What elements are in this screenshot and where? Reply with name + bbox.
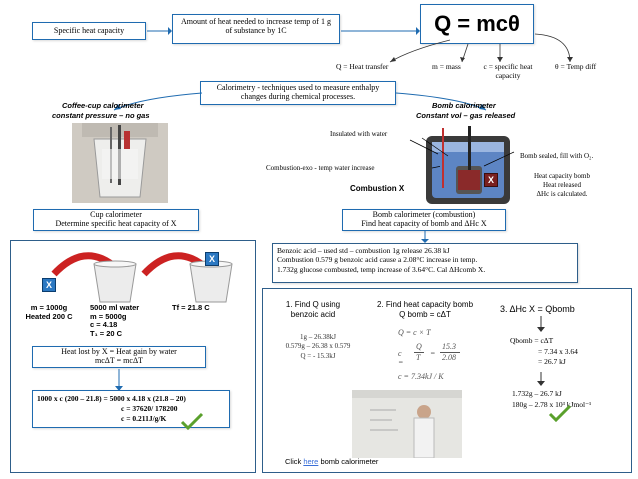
step2-title: 2. Find heat capacity bomb Q bomb = cΔT bbox=[360, 300, 490, 320]
metal-mass: m = 1000g bbox=[30, 303, 68, 312]
step1-title: 1. Find Q using benzoic acid bbox=[268, 300, 358, 320]
bomb-calorimeter-box: Bomb calorimeter (combustion) Find heat … bbox=[342, 209, 506, 231]
arrow-down-icon bbox=[537, 372, 545, 386]
water-volume: 5000 ml water bbox=[90, 303, 140, 312]
step3-line1: Qbomb = cΔT bbox=[510, 336, 554, 345]
cup-calorimeter-box: Cup calorimeter Determine specific heat … bbox=[33, 209, 199, 231]
x-left-marker: X bbox=[42, 278, 56, 292]
footer-link-text: Click here bomb calorimeter bbox=[285, 457, 378, 466]
coffee-cup-title: Coffee-cup calorimeter bbox=[62, 101, 144, 110]
formula-arrows bbox=[389, 33, 573, 63]
checkmark-icon bbox=[548, 404, 572, 422]
arrow-right-icon bbox=[341, 27, 420, 35]
arrow-down-icon bbox=[115, 369, 123, 391]
calc-line1: 1000 x c (200 – 21.8) = 5000 x 4.18 x (2… bbox=[37, 394, 186, 403]
step3-line3: = 26.7 kJ bbox=[538, 357, 566, 366]
bomb-subtitle: Constant vol – gas released bbox=[416, 111, 516, 120]
water-data: 5000 ml water m = 5000g c = 4.18 T₁ = 20… bbox=[90, 303, 140, 339]
here-link[interactable]: here bbox=[303, 457, 319, 466]
bomb-problem-line3: 1.732g glucose combusted, temp increase … bbox=[277, 264, 486, 274]
bomb-problem-line2: Combustion 0.579 g benzoic acid cause a … bbox=[277, 255, 478, 265]
step2-den: 2.08 bbox=[442, 353, 456, 362]
metal-temp: Heated 200 C bbox=[25, 311, 73, 321]
definition-box: Amount of heat needed to increase temp o… bbox=[172, 14, 340, 44]
bomb-problem-box: Benzoic acid – used std – combustion 1g … bbox=[272, 243, 578, 283]
bomb-box-title: Bomb calorimeter (combustion) bbox=[372, 210, 476, 219]
step2-num: 15.3 bbox=[442, 342, 456, 351]
fraction-bar bbox=[414, 352, 424, 353]
step3-line4: 1.732g – 26.7 kJ bbox=[512, 389, 562, 398]
water-c: c = 4.18 bbox=[90, 320, 118, 330]
bomb-box-subtitle: Find heat capacity of bomb and ΔHc X bbox=[361, 218, 487, 228]
legend-c: c = specific heat capacity bbox=[483, 62, 533, 80]
split-arrow-icon bbox=[113, 92, 487, 111]
step2-eq3: c = 7.34kJ / K bbox=[398, 372, 444, 381]
footer-suffix: bomb calorimeter bbox=[318, 457, 379, 466]
step1-title-line1: 1. Find Q using bbox=[285, 300, 341, 309]
combustion-exo-label: Combustion-exo - temp water increase bbox=[266, 164, 375, 172]
step1-title-line2: benzoic acid bbox=[290, 310, 336, 319]
heat-capacity-line1: Heat capacity bomb bbox=[534, 172, 590, 180]
step3-calc: Qbomb = cΔT = 7.34 x 3.64 = 26.7 kJ bbox=[510, 336, 578, 368]
footer-prefix: Click bbox=[285, 457, 304, 466]
formula-box: Q = mcθ bbox=[420, 4, 534, 44]
calc-box: 1000 x c (200 – 21.8) = 5000 x 4.18 x (2… bbox=[32, 390, 230, 428]
cup-transfer-illustration bbox=[51, 252, 233, 303]
bomb-x-marker: X bbox=[484, 173, 498, 187]
insulated-label: Insulated with water bbox=[330, 130, 388, 138]
step1-calc-line1: 1g – 26.38kJ bbox=[300, 333, 336, 341]
step2-equals: = bbox=[430, 349, 436, 358]
bomb-sealed-label: Bomb sealed, fill with O₂. bbox=[520, 152, 594, 160]
step1-calc-line2: 0.579g – 26.38 x 0.579 bbox=[285, 342, 351, 351]
final-temp: Tf = 21.8 C bbox=[172, 303, 210, 312]
checkmark-icon bbox=[180, 412, 204, 430]
video-still bbox=[352, 390, 462, 458]
step3-line5: 180g – 2.78 x 10³ kJmol⁻¹ bbox=[512, 400, 592, 410]
step2-t: T bbox=[416, 353, 421, 362]
heat-capacity-line3: ΔHc is calculated. bbox=[536, 190, 588, 199]
arrow-down-icon bbox=[537, 316, 545, 332]
coffee-cup-subtitle: constant pressure – no gas bbox=[52, 111, 150, 120]
step2-title-line2: Q bomb = cΔT bbox=[399, 310, 451, 319]
step2-q: Q bbox=[416, 342, 422, 351]
bomb-problem-line1: Benzoic acid – used std – combustion 1g … bbox=[277, 246, 450, 255]
specific-heat-label: Specific heat capacity bbox=[32, 22, 146, 40]
heat-balance-line2: mcΔT = mcΔT bbox=[95, 355, 143, 365]
x-right-marker: X bbox=[205, 252, 219, 266]
metal-data: m = 1000g Heated 200 C bbox=[20, 303, 78, 321]
step2-eq1: Q = c × T bbox=[398, 328, 431, 337]
calorimetry-definition: Calorimetry - techniques used to measure… bbox=[200, 81, 396, 105]
water-t1: T₁ = 20 C bbox=[90, 328, 123, 338]
step2-title-line1: 2. Find heat capacity bomb bbox=[376, 300, 474, 309]
legend-theta: θ = Temp diff bbox=[555, 62, 597, 71]
cup-box-title: Cup calorimeter bbox=[90, 210, 142, 219]
bomb-title: Bomb calorimeter bbox=[432, 101, 496, 110]
arrow-right-icon bbox=[147, 27, 172, 35]
pointer-lines bbox=[409, 139, 440, 169]
heat-balance-box: Heat lost by X = Heat gain by water mcΔT… bbox=[32, 346, 206, 368]
step3-line2: = 7.34 x 3.64 bbox=[538, 346, 578, 356]
combustion-x-label: Combustion X bbox=[350, 184, 405, 193]
calc-line3: c = 0.211J/g/K bbox=[121, 413, 167, 423]
calc-line2: c = 37620/ 178200 bbox=[121, 403, 178, 413]
legend-q: Q = Heat transfer bbox=[336, 62, 389, 71]
step1-calc: 1g – 26.38kJ 0.579g – 26.38 x 0.579 Q = … bbox=[270, 333, 366, 361]
heat-capacity-line2: Heat released bbox=[543, 181, 581, 190]
step3-result: 1.732g – 26.7 kJ 180g – 2.78 x 10³ kJmol… bbox=[512, 388, 591, 411]
step1-calc-line3: Q = - 15.3kJ bbox=[300, 351, 336, 360]
step2-c: c = bbox=[398, 349, 404, 367]
water-mass: m = 5000g bbox=[90, 311, 127, 321]
heat-balance-line1: Heat lost by X = Heat gain by water bbox=[61, 347, 177, 356]
legend-m: m = mass bbox=[432, 62, 461, 71]
step3-title: 3. ΔHc X = Qbomb bbox=[500, 304, 575, 314]
cup-box-subtitle: Determine specific heat capacity of X bbox=[55, 218, 177, 228]
coffee-cup-photo bbox=[72, 123, 168, 203]
heat-capacity-note: Heat capacity bomb Heat released ΔHc is … bbox=[516, 172, 608, 199]
fraction-bar bbox=[440, 352, 460, 353]
arrow-down-icon bbox=[421, 231, 429, 243]
